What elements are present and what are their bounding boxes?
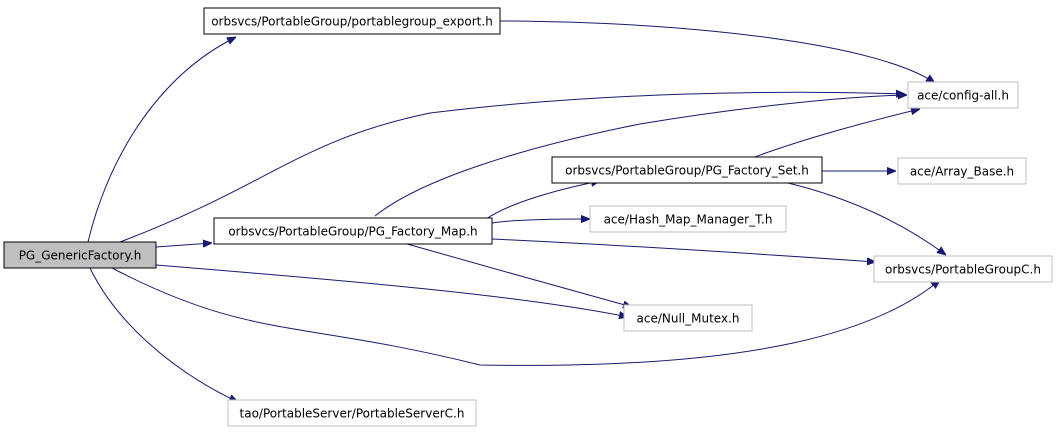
edge-factory-map-to-factory-set: [485, 181, 600, 220]
node-box: [873, 255, 1053, 283]
node-box: [213, 217, 493, 245]
node-label: ace/Hash_Map_Manager_T.h: [604, 213, 773, 227]
node-label: ace/Array_Base.h: [910, 165, 1014, 179]
node-label: ace/config-all.h: [917, 89, 1009, 103]
node-label: orbsvcs/PortableGroupC.h: [885, 263, 1041, 277]
edge-factory-map-to-null-mutex: [399, 241, 632, 307]
node-ace-array-base-h[interactable]: ace/Array_Base.h: [897, 157, 1027, 185]
node-box: [203, 7, 501, 35]
edge-export-h-to-config-all: [499, 20, 935, 83]
node-orbsvcs-portablegroupc-h[interactable]: orbsvcs/PortableGroupC.h: [873, 255, 1053, 283]
node-box: [551, 156, 823, 184]
edge-factory-set-to-config-all: [751, 109, 920, 159]
node-tao-portableserverc-h[interactable]: tao/PortableServer/PortableServerC.h: [227, 399, 477, 427]
edge-root-to-factory-map: [155, 243, 212, 247]
edge-factory-set-to-portablegroupc: [787, 182, 946, 255]
node-pg-genericfactory[interactable]: PG_GenericFactory.h: [3, 241, 157, 269]
node-box: [897, 157, 1027, 185]
edge-factory-map-to-config-all: [374, 95, 907, 217]
node-pg-factory-map-h[interactable]: orbsvcs/PortableGroup/PG_Factory_Map.h: [213, 217, 493, 245]
node-ace-hash-map-manager-t-h[interactable]: ace/Hash_Map_Manager_T.h: [589, 205, 787, 233]
edge-root-to-export-h: [87, 37, 236, 243]
node-portablegroup-export-h[interactable]: orbsvcs/PortableGroup/portablegroup_expo…: [203, 7, 501, 35]
nodes: PG_GenericFactory.h orbsvcs/PortableGrou…: [3, 7, 1053, 427]
node-ace-config-all-h[interactable]: ace/config-all.h: [907, 81, 1019, 109]
edge-root-to-portablegroupc: [111, 267, 940, 366]
node-label: orbsvcs/PortableGroup/PG_Factory_Map.h: [228, 225, 477, 239]
edge-root-to-portableserverc: [89, 267, 238, 402]
edges: [87, 20, 946, 402]
edge-root-to-null-mutex: [155, 264, 628, 317]
node-box: [907, 81, 1019, 109]
node-box: [227, 399, 477, 427]
node-box: [589, 205, 787, 233]
node-label: PG_GenericFactory.h: [19, 249, 142, 263]
node-label: orbsvcs/PortableGroup/portablegroup_expo…: [211, 15, 493, 29]
edge-root-to-config-all: [119, 92, 905, 243]
node-label: ace/Null_Mutex.h: [637, 312, 740, 326]
node-label: orbsvcs/PortableGroup/PG_Factory_Set.h: [565, 164, 809, 178]
node-pg-factory-set-h[interactable]: orbsvcs/PortableGroup/PG_Factory_Set.h: [551, 156, 823, 184]
edge-factory-map-to-hash-map: [491, 219, 590, 224]
node-box: [3, 241, 157, 269]
node-ace-null-mutex-h[interactable]: ace/Null_Mutex.h: [623, 304, 753, 332]
node-label: tao/PortableServer/PortableServerC.h: [240, 407, 465, 421]
node-box: [623, 304, 753, 332]
edge-factory-map-to-portablegroupc: [491, 238, 876, 262]
